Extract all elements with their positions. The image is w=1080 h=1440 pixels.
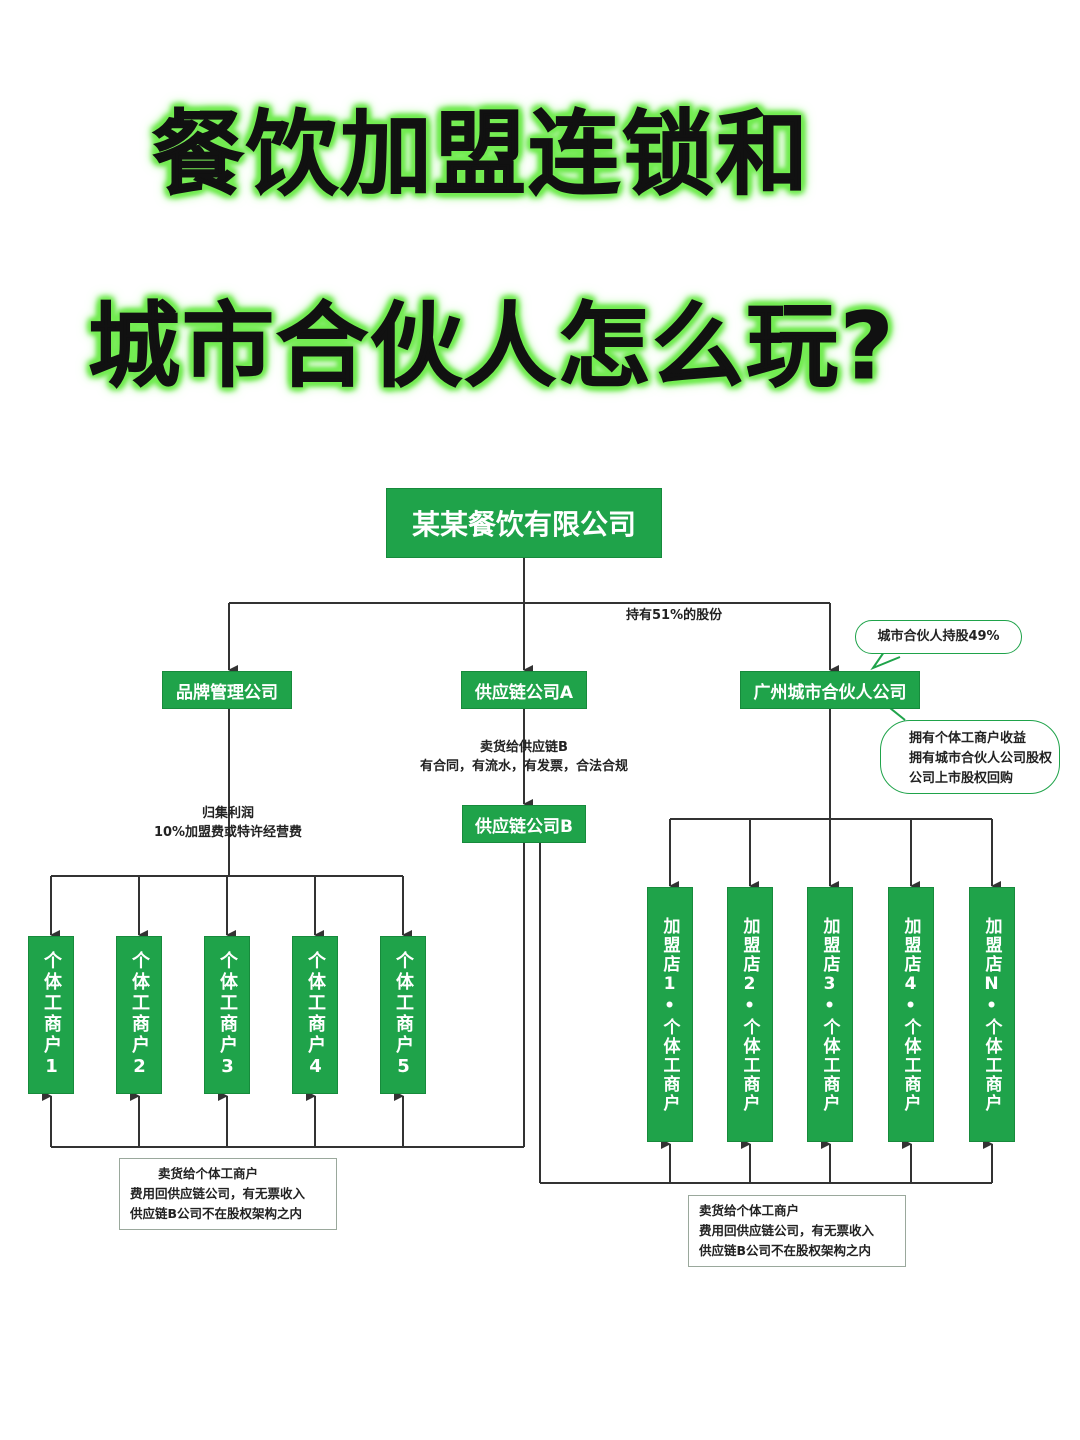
callout-rights-line-2: 拥有城市合伙人公司股权 (909, 751, 1053, 766)
note-right-line-2: 费用回供应链公司，有无票收入 (699, 1223, 875, 1238)
callout-rights-line-1: 拥有个体工商户收益 (909, 731, 1027, 746)
note-left-line-1: 卖货给个体工商户 (158, 1166, 259, 1181)
callout-city-partner-49: 城市合伙人持股49% (855, 620, 1022, 654)
right-shop-n: 加盟店N•个体工商户 (969, 887, 1015, 1142)
left-shop-4: 个体工商户4 (292, 936, 338, 1094)
label-sell-to-b: 卖货给供应链B 有合同，有流水，有发票，合法合规 (404, 738, 644, 776)
note-right-line-1: 卖货给个体工商户 (699, 1203, 800, 1218)
label-sell-to-b-line-2: 有合同，有流水，有发票，合法合规 (419, 759, 628, 774)
label-profit: 归集利润 10%加盟费或特许经营费 (138, 804, 318, 842)
edge-label-51: 持有51%的股份 (626, 608, 723, 623)
note-right-line-3: 供应链B公司不在股权架构之内 (699, 1243, 872, 1258)
right-shop-2: 加盟店2•个体工商户 (727, 887, 773, 1142)
note-left-line-3: 供应链B公司不在股权架构之内 (130, 1206, 303, 1221)
right-shop-3: 加盟店3•个体工商户 (807, 887, 853, 1142)
label-sell-to-b-line-1: 卖货给供应链B (480, 740, 568, 755)
label-profit-line-1: 归集利润 (201, 806, 254, 821)
note-left-line-2: 费用回供应链公司，有无票收入 (130, 1186, 306, 1201)
left-shop-1: 个体工商户1 (28, 936, 74, 1094)
city-partner-node: 广州城市合伙人公司 (740, 671, 920, 709)
supply-a-node: 供应链公司A (461, 671, 587, 709)
left-shop-2: 个体工商户2 (116, 936, 162, 1094)
brand-company-node: 品牌管理公司 (162, 671, 292, 709)
title-line-1: 餐饮加盟连锁和 (152, 101, 811, 209)
left-shop-5: 个体工商户5 (380, 936, 426, 1094)
label-profit-line-2: 10%加盟费或特许经营费 (153, 825, 303, 840)
left-shop-3: 个体工商户3 (204, 936, 250, 1094)
callout-partner-rights: 拥有个体工商户收益 拥有城市合伙人公司股权 公司上市股权回购 (880, 720, 1060, 794)
right-shop-1: 加盟店1•个体工商户 (647, 887, 693, 1142)
title-line-2: 城市合伙人怎么玩? (88, 293, 896, 401)
note-left: 卖货给个体工商户 费用回供应链公司，有无票收入 供应链B公司不在股权架构之内 (119, 1158, 337, 1230)
callout-49-tail (870, 651, 901, 671)
supply-b-node: 供应链公司B (462, 805, 586, 843)
right-shop-4: 加盟店4•个体工商户 (888, 887, 934, 1142)
note-right: 卖货给个体工商户 费用回供应链公司，有无票收入 供应链B公司不在股权架构之内 (688, 1195, 906, 1267)
callout-rights-line-3: 公司上市股权回购 (909, 771, 1014, 786)
top-company-node: 某某餐饮有限公司 (386, 488, 662, 558)
